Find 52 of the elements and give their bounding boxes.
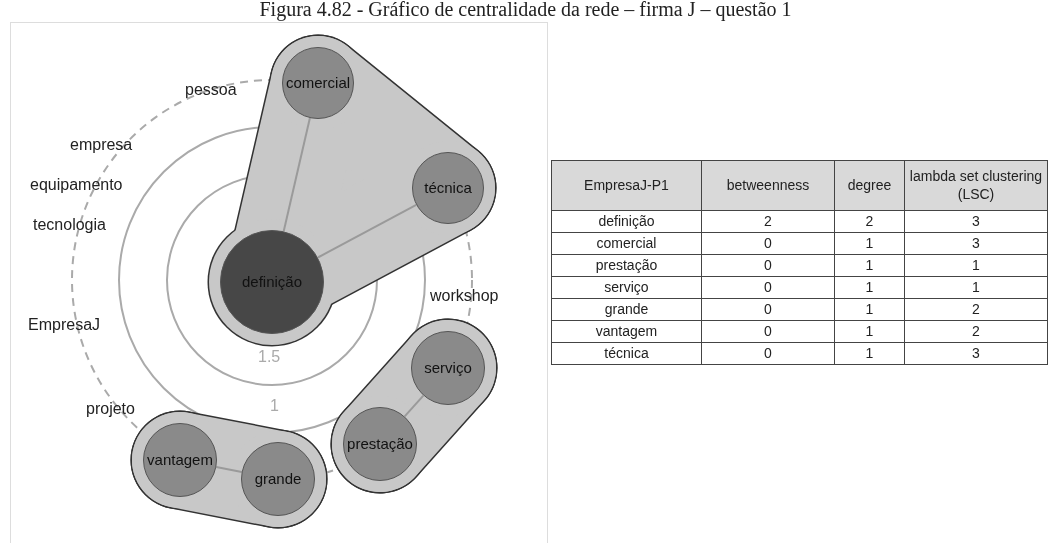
node-label: comercial	[285, 72, 351, 93]
table-cell: técnica	[551, 342, 702, 365]
figure-title: Figura 4.82 - Gráfico de centralidade da rede – firma J – questão 1	[258, 0, 793, 23]
table-cell: 2	[904, 298, 1048, 321]
ring-value: 1.5	[258, 347, 281, 367]
isolated-term: EmpresaJ	[28, 315, 101, 335]
isolated-term: equipamento	[30, 175, 123, 195]
table-cell: 0	[701, 276, 835, 299]
edge-line	[215, 466, 243, 473]
node-label: técnica	[424, 177, 472, 198]
edge-line	[282, 117, 311, 233]
table-cell: comercial	[551, 232, 702, 255]
table-cell: 1	[834, 342, 905, 365]
node-label: grande	[254, 468, 302, 489]
header-cell: lambda set clustering (LSC)	[904, 160, 1048, 211]
table-cell: 1	[834, 232, 905, 255]
edge-line	[316, 203, 418, 259]
table-cell: 2	[904, 320, 1048, 343]
table-cell: 0	[701, 232, 835, 255]
edge-line	[403, 394, 425, 418]
table-cell: 1	[834, 276, 905, 299]
table-cell: 1	[834, 254, 905, 277]
node-label: prestação	[347, 433, 413, 454]
isolated-term: projeto	[86, 399, 135, 419]
table-cell: 1	[904, 276, 1048, 299]
table-cell: 0	[701, 320, 835, 343]
table-cell: 3	[904, 342, 1048, 365]
node-label: serviço	[424, 357, 472, 378]
table-cell: 0	[701, 342, 835, 365]
isolated-term: workshop	[430, 286, 499, 306]
table-cell: 1	[904, 254, 1048, 277]
isolated-term: tecnologia	[33, 215, 106, 235]
table-cell: 0	[701, 298, 835, 321]
header-cell: betweenness	[701, 160, 835, 211]
node-label: vantagem	[147, 449, 213, 470]
table-cell: grande	[551, 298, 702, 321]
table-cell: 0	[701, 254, 835, 277]
header-cell: EmpresaJ-P1	[551, 160, 702, 211]
table-cell: 2	[834, 210, 905, 233]
table-cell: 3	[904, 210, 1048, 233]
table-cell: 1	[834, 298, 905, 321]
header-cell: degree	[834, 160, 905, 211]
ring-value: 1	[270, 396, 279, 416]
table-cell: definição	[551, 210, 702, 233]
table-cell: prestação	[551, 254, 702, 277]
table-cell: vantagem	[551, 320, 702, 343]
table-cell: serviço	[551, 276, 702, 299]
isolated-term: empresa	[70, 135, 133, 155]
isolated-term: pessoa	[185, 80, 237, 100]
table-cell: 2	[701, 210, 835, 233]
table-cell: 3	[904, 232, 1048, 255]
table-cell: 1	[834, 320, 905, 343]
